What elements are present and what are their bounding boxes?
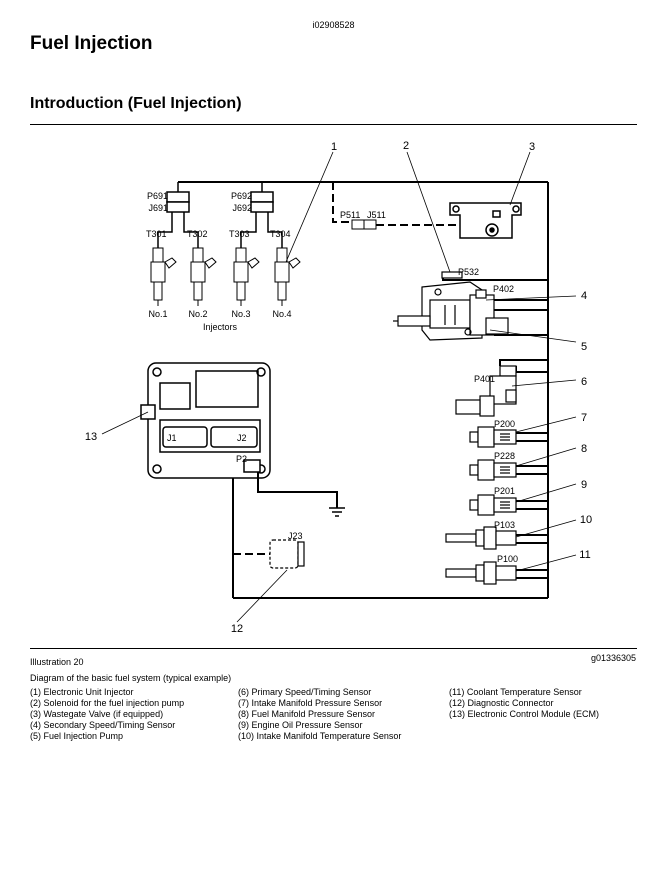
legend-item: (7) Intake Manifold Pressure Sensor xyxy=(238,698,383,708)
electronic-control-module xyxy=(140,362,271,479)
sensor-harness-p201 xyxy=(516,500,548,510)
injector-harness xyxy=(157,182,283,248)
connector-p511 xyxy=(351,219,365,230)
callout-7: 7 xyxy=(581,412,587,424)
label-p402: P402 xyxy=(493,284,514,294)
legend-item: (6) Primary Speed/Timing Sensor xyxy=(238,687,372,697)
label-p401: P401 xyxy=(474,374,495,384)
label-p100: P100 xyxy=(497,554,518,564)
legend-item: (4) Secondary Speed/Timing Sensor xyxy=(30,720,176,730)
callout-1: 1 xyxy=(331,141,337,153)
label-t303: T303 xyxy=(229,229,250,239)
label-j2: J2 xyxy=(237,433,247,443)
label-p201: P201 xyxy=(494,486,515,496)
label-p532: P532 xyxy=(458,267,479,277)
figure-caption: Diagram of the basic fuel system (typica… xyxy=(30,673,232,683)
label-p691: P691 xyxy=(147,191,168,201)
legend-item: (3) Wastegate Valve (if equipped) xyxy=(30,709,164,719)
label-injector-no4: No.4 xyxy=(272,309,291,319)
legend-item: (12) Diagnostic Connector xyxy=(449,698,554,708)
callout-5: 5 xyxy=(581,341,587,353)
callout-13: 13 xyxy=(85,431,97,443)
legend-item: (10) Intake Manifold Temperature Sensor xyxy=(238,731,402,741)
callout-9: 9 xyxy=(581,479,587,491)
callout-3: 3 xyxy=(529,141,535,153)
top-divider xyxy=(30,124,637,125)
legend-item: (5) Fuel Injection Pump xyxy=(30,731,124,741)
label-p2: P2 xyxy=(236,454,247,464)
callout-2: 2 xyxy=(403,140,409,152)
label-p103: P103 xyxy=(494,520,515,530)
sensor-harness-p200 xyxy=(516,432,548,442)
label-p228: P228 xyxy=(494,451,515,461)
label-j692: J692 xyxy=(232,203,252,213)
sensor-harness-p103 xyxy=(516,534,548,544)
legend-item: (13) Electronic Control Module (ECM) xyxy=(449,709,600,719)
wastegate-valve xyxy=(449,202,522,239)
caption-divider xyxy=(30,648,637,649)
connector-j511 xyxy=(363,219,377,230)
sensor-p103 xyxy=(445,526,517,550)
legend: (1) Electronic Unit Injector (2) Solenoi… xyxy=(30,687,640,747)
sensor-p200 xyxy=(469,426,517,448)
legend-column-2: (6) Primary Speed/Timing Sensor (7) Inta… xyxy=(238,687,401,742)
diagnostic-connector xyxy=(269,539,305,569)
label-injector-no1: No.1 xyxy=(148,309,167,319)
label-p692: P692 xyxy=(231,191,252,201)
ground-symbol xyxy=(329,507,345,517)
legend-item: (1) Electronic Unit Injector xyxy=(30,687,134,697)
injector-no4 xyxy=(274,247,301,306)
section-title: Introduction (Fuel Injection) xyxy=(30,95,242,112)
harness-frame xyxy=(178,181,549,599)
legend-item: (9) Engine Oil Pressure Sensor xyxy=(238,720,363,730)
legend-column-3: (11) Coolant Temperature Sensor (12) Dia… xyxy=(449,687,599,720)
document-id: i02908528 xyxy=(312,20,355,30)
injector-no1 xyxy=(150,247,177,306)
callout-6: 6 xyxy=(581,376,587,388)
label-j23: J23 xyxy=(288,531,303,541)
label-injector-no2: No.2 xyxy=(188,309,207,319)
fuel-injection-pump xyxy=(393,271,509,341)
wastegate-harness xyxy=(332,182,460,226)
label-t301: T301 xyxy=(146,229,167,239)
label-j1: J1 xyxy=(167,433,177,443)
callout-leaders xyxy=(101,151,577,623)
page-title: Fuel Injection xyxy=(30,33,153,54)
sensor-p201 xyxy=(469,494,517,516)
illustration-label: Illustration 20 xyxy=(30,657,84,667)
figure-id: g01336305 xyxy=(590,653,636,663)
injector-no3 xyxy=(233,247,260,306)
label-p511: P511 xyxy=(340,210,360,220)
callout-10: 10 xyxy=(580,514,592,526)
fuel-system-diagram: P691 J691 P692 J692 T301 T302 T303 T304 … xyxy=(85,140,592,635)
label-j691: J691 xyxy=(148,203,168,213)
legend-item: (2) Solenoid for the fuel injection pump xyxy=(30,698,185,708)
label-t302: T302 xyxy=(187,229,208,239)
sensor-harness-p228 xyxy=(516,465,548,475)
ecm-ground-wire xyxy=(257,472,338,508)
legend-item: (11) Coolant Temperature Sensor xyxy=(449,687,582,697)
label-injector-no3: No.3 xyxy=(231,309,250,319)
callout-12: 12 xyxy=(231,623,243,635)
label-injectors: Injectors xyxy=(203,322,238,332)
label-p200: P200 xyxy=(494,419,515,429)
sensor-p100 xyxy=(445,561,517,585)
legend-item: (8) Fuel Manifold Pressure Sensor xyxy=(238,709,376,719)
sensor-harness-p100 xyxy=(516,569,548,579)
label-j511: J511 xyxy=(367,210,386,220)
sensor-p228 xyxy=(469,459,517,481)
callout-11: 11 xyxy=(579,549,590,561)
callout-8: 8 xyxy=(581,443,587,455)
label-t304: T304 xyxy=(270,229,291,239)
legend-column-1: (1) Electronic Unit Injector (2) Solenoi… xyxy=(30,687,184,742)
injector-no2 xyxy=(190,247,217,306)
callout-4: 4 xyxy=(581,290,587,302)
primary-speed-timing-sensor xyxy=(455,365,517,417)
